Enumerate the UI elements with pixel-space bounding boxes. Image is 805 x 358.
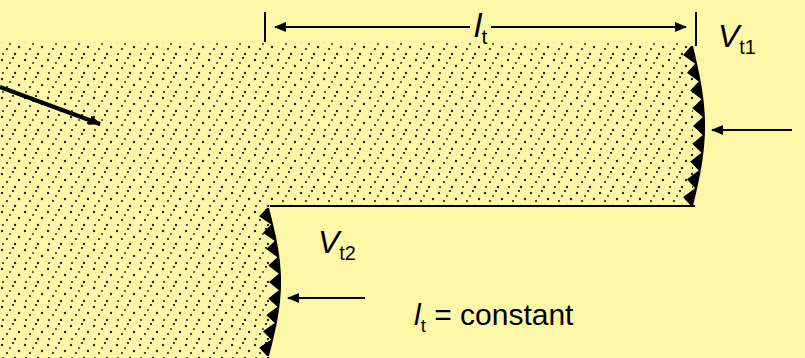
flame-fronts — [259, 46, 705, 356]
flame-front — [683, 46, 705, 206]
symbol-label: Vt1 — [718, 20, 756, 52]
dim-tick — [264, 12, 266, 42]
symbol-label: lt = constant — [414, 300, 573, 330]
tube-wall — [270, 205, 695, 207]
velocity-arrow — [288, 297, 365, 299]
symbol-label: lt — [470, 8, 491, 42]
symbol-label: Vt2 — [318, 226, 356, 258]
unburned-mixture — [0, 42, 693, 358]
dim-tick — [695, 12, 697, 46]
flow-arrow — [0, 87, 100, 124]
flame-front — [259, 208, 281, 356]
velocity-arrow — [712, 129, 792, 131]
